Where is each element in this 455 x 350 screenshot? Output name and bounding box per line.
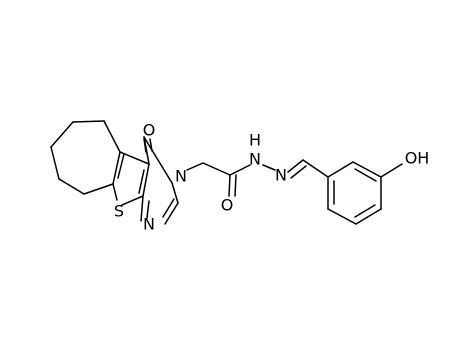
bond [143, 136, 173, 184]
bond-lines [50, 120, 403, 225]
bond [142, 163, 150, 197]
atom-label: N [275, 166, 287, 185]
bond [50, 146, 60, 180]
bond [140, 195, 144, 222]
bond [354, 204, 376, 218]
bond [112, 151, 121, 185]
bond [354, 168, 377, 182]
bond [352, 161, 382, 178]
atom-label: S [114, 202, 124, 221]
bond [162, 198, 175, 218]
bond [302, 159, 329, 178]
atom-label: N [175, 167, 187, 186]
atom-labels: O N N S O H N N OH [114, 121, 429, 234]
bond [119, 151, 150, 165]
bond [380, 163, 403, 178]
bond [229, 164, 251, 176]
atom-label: O [143, 121, 156, 140]
atom-label: O [221, 196, 234, 215]
bond [83, 183, 114, 195]
bond [327, 161, 354, 178]
bond [171, 182, 179, 204]
bond [50, 121, 74, 148]
bond [164, 202, 179, 225]
bond [149, 138, 153, 152]
bond [287, 159, 304, 173]
bond [186, 162, 204, 171]
atom-label: OH [405, 149, 430, 168]
bond [138, 169, 145, 194]
bond [146, 200, 150, 219]
atom-label: N [143, 215, 155, 234]
bond [143, 138, 147, 153]
bond [290, 165, 307, 179]
atom-label: N [249, 150, 261, 169]
bond [72, 120, 105, 123]
bond [117, 153, 125, 179]
bond [103, 120, 121, 153]
bond [327, 208, 357, 225]
bond [262, 164, 276, 171]
bond [228, 174, 231, 197]
bond [112, 183, 118, 201]
bond [121, 195, 144, 206]
bond [355, 208, 382, 225]
bond [58, 178, 85, 195]
bond [234, 174, 237, 197]
bond [202, 162, 231, 176]
atom-label: H [249, 131, 261, 150]
